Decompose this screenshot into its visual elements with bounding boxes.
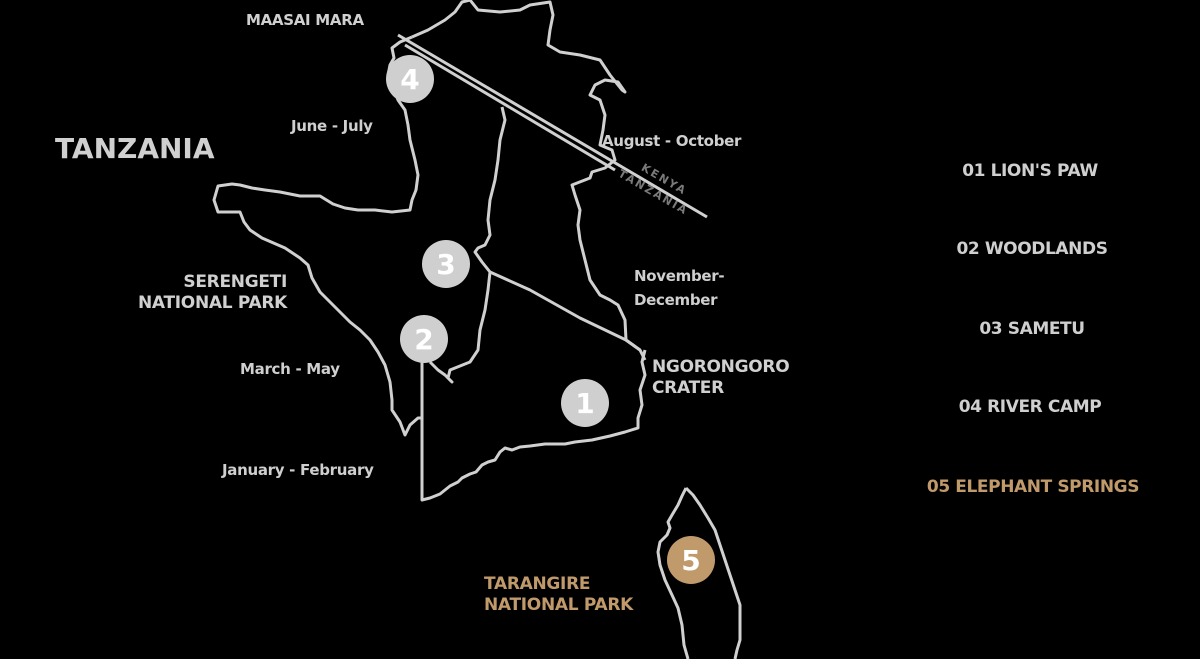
pin-number: 3 xyxy=(436,247,456,281)
serengeti-line1: SERENGETI xyxy=(183,272,287,292)
serengeti-line2: NATIONAL PARK xyxy=(138,293,287,313)
legend-item-river-camp[interactable]: 04 RIVER CAMP xyxy=(958,397,1102,417)
region-label-tarangire: TARANGIRE NATIONAL PARK xyxy=(484,574,633,616)
pin-number: 5 xyxy=(681,543,701,577)
tarangire-outline xyxy=(656,486,742,659)
central-divider-outline xyxy=(473,106,507,273)
season-january-february: January - February xyxy=(222,461,374,479)
serengeti-west-outline xyxy=(212,35,422,437)
season-nov-dec-line1: November- xyxy=(634,267,725,285)
map-pin-3[interactable]: 3 xyxy=(422,240,470,288)
map-pin-1[interactable]: 1 xyxy=(561,379,609,427)
ngorongoro-line2: CRATER xyxy=(652,378,724,398)
serengeti-south-divider xyxy=(428,271,492,384)
pin-number: 2 xyxy=(414,322,434,356)
pin-number: 1 xyxy=(575,386,595,420)
season-june-july: June - July xyxy=(291,117,373,135)
pin-number: 4 xyxy=(400,62,420,96)
ngorongoro-line1: NGORONGORO xyxy=(652,357,790,377)
legend-item-sametu[interactable]: 03 SAMETU xyxy=(979,319,1085,339)
map-pin-2[interactable]: 2 xyxy=(400,315,448,363)
region-label-maasai-mara: MAASAI MARA xyxy=(246,11,364,29)
country-label: TANZANIA xyxy=(55,132,215,165)
region-label-ngorongoro: NGORONGORO CRATER xyxy=(652,357,790,399)
season-nov-dec-line2: December xyxy=(634,291,718,309)
season-august-october: August - October xyxy=(602,132,742,150)
legend-item-woodlands[interactable]: 02 WOODLANDS xyxy=(956,239,1108,259)
ngorongoro-north-boundary xyxy=(489,270,647,361)
border-line-north xyxy=(397,33,708,219)
season-november-december: November- December xyxy=(634,264,725,312)
map-pin-5[interactable]: 5 xyxy=(667,536,715,584)
map-pin-4[interactable]: 4 xyxy=(386,55,434,103)
ngorongoro-south-outline xyxy=(420,349,647,502)
tarangire-line2: NATIONAL PARK xyxy=(484,595,633,615)
legend-item-elephant-springs[interactable]: 05 ELEPHANT SPRINGS xyxy=(926,477,1140,497)
season-march-may: March - May xyxy=(240,360,340,378)
legend-item-lions-paw[interactable]: 01 LION'S PAW xyxy=(962,161,1098,181)
region-label-serengeti: SERENGETI NATIONAL PARK xyxy=(105,272,287,314)
border-line-south xyxy=(404,43,616,172)
tarangire-line1: TARANGIRE xyxy=(484,574,591,594)
northern-region-outline xyxy=(411,0,641,352)
